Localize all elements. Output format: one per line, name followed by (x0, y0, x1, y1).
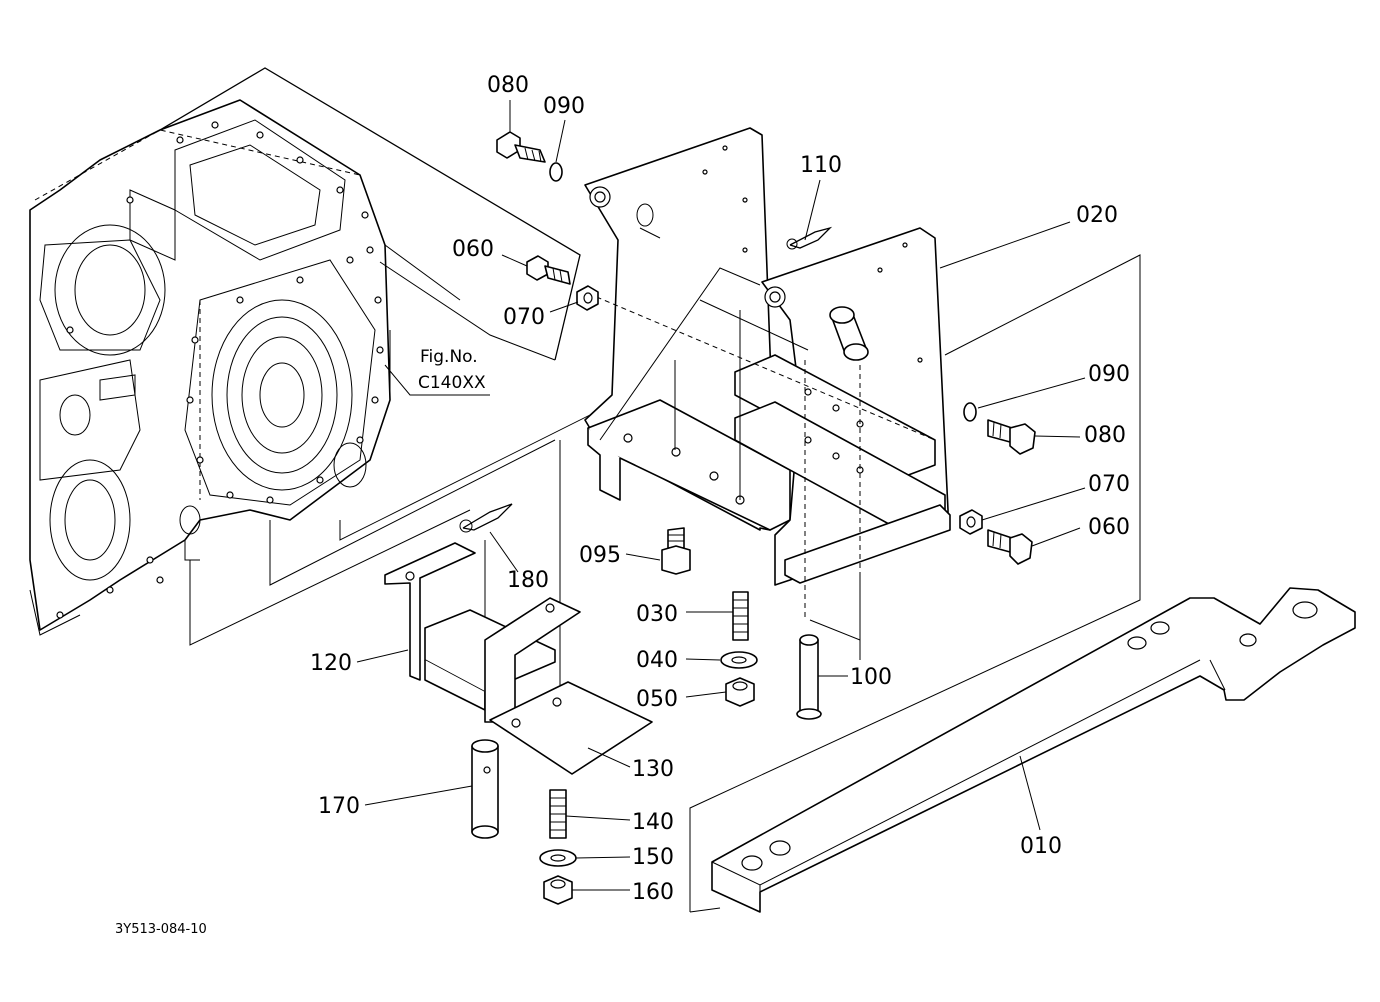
bolt-095 (661, 527, 691, 575)
figure-ref-line2: C140XX (418, 373, 486, 393)
bracket-120 (384, 542, 581, 723)
callout-120: 120 (310, 651, 352, 676)
bolt-080-lower (987, 419, 1036, 455)
figure-ref-line1: Fig.No. (420, 347, 478, 367)
stud-030 (732, 591, 749, 641)
nut-070-upper (576, 285, 599, 311)
washer-150 (539, 849, 577, 867)
drawing-code: 3Y513-084-10 (115, 922, 207, 937)
lower-rail (784, 504, 951, 584)
lock-washer-090-upper (549, 162, 563, 182)
housing-bolt-holes (56, 121, 384, 619)
callout-080-lower: 080 (1084, 423, 1126, 448)
figure-reference: Fig.No. C140XX (384, 347, 490, 396)
pin-100 (796, 634, 822, 720)
callout-180: 180 (507, 568, 549, 593)
nut-050 (725, 677, 755, 707)
callout-080-upper: 080 (487, 73, 529, 98)
callout-070-lower: 070 (1088, 472, 1130, 497)
stud-140 (549, 789, 567, 839)
callout-070-upper: 070 (503, 305, 545, 330)
callout-060-lower: 060 (1088, 515, 1130, 540)
callout-090-upper: 090 (543, 94, 585, 119)
leader-lines (356, 100, 1086, 891)
nut-070-lower (959, 509, 983, 535)
callout-095: 095 (579, 543, 621, 568)
callout-020: 020 (1076, 203, 1118, 228)
callout-140: 140 (632, 810, 674, 835)
callout-110: 110 (800, 153, 842, 178)
callout-010: 010 (1020, 834, 1062, 859)
clip-pin-110 (786, 226, 833, 250)
callout-100: 100 (850, 665, 892, 690)
callout-130: 130 (632, 757, 674, 782)
callout-090-lower: 090 (1088, 362, 1130, 387)
bolt-080-upper (496, 131, 546, 163)
drawbar-010 (711, 587, 1356, 913)
lock-washer-090-lower (963, 402, 977, 422)
bolt-060-lower (987, 529, 1033, 565)
callout-160: 160 (632, 880, 674, 905)
callout-150: 150 (632, 845, 674, 870)
spacer-cylinder (829, 306, 869, 361)
callout-050: 050 (636, 687, 678, 712)
transmission-housing (29, 99, 391, 636)
nut-160 (543, 875, 573, 905)
clip-pin-180 (459, 503, 513, 533)
bolt-060-upper (526, 255, 571, 285)
callout-040: 040 (636, 648, 678, 673)
pin-170 (471, 739, 499, 839)
plate-130 (489, 681, 653, 775)
callout-060-upper: 060 (452, 237, 494, 262)
callout-labels: 080 090 110 020 060 070 090 080 070 060 … (310, 73, 1130, 905)
callout-030: 030 (636, 602, 678, 627)
washer-040 (720, 651, 758, 669)
callout-170: 170 (318, 794, 360, 819)
right-reference-box (689, 254, 1141, 913)
